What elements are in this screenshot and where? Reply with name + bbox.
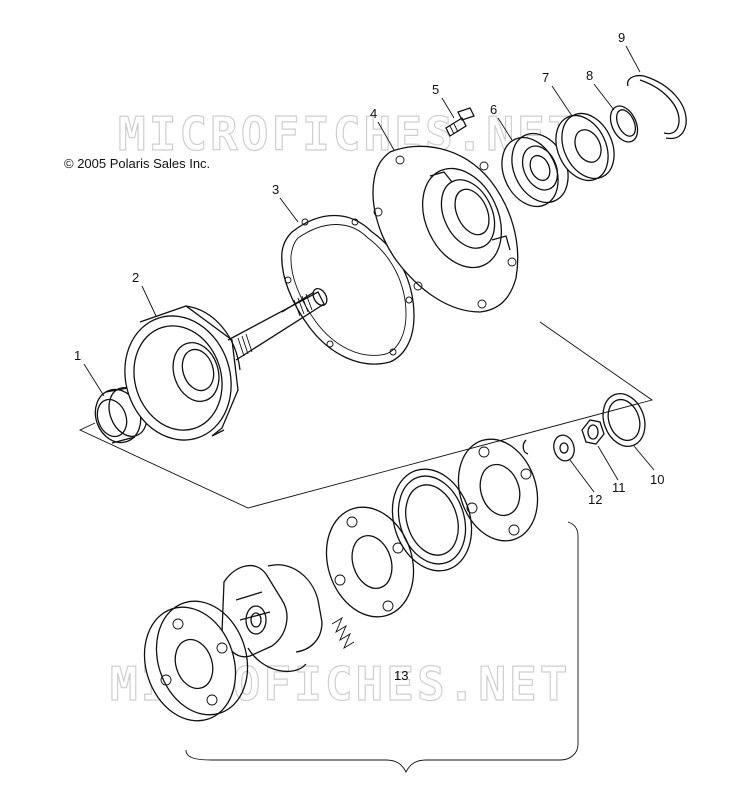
callout-4: 4 xyxy=(370,106,377,121)
retaining-clip xyxy=(522,439,529,455)
part-8-ring xyxy=(609,105,639,143)
callout-7: 7 xyxy=(542,70,549,85)
callout-5: 5 xyxy=(432,82,439,97)
callout-labels: 1 2 3 4 5 6 7 8 9 10 11 12 13 xyxy=(74,30,664,683)
part-7-washer xyxy=(555,112,615,182)
part-13-clutch-assembly xyxy=(143,438,579,774)
callout-9: 9 xyxy=(618,30,625,45)
callout-11: 11 xyxy=(612,480,626,495)
callout-1: 1 xyxy=(74,348,81,363)
callout-10: 10 xyxy=(650,472,664,487)
callout-3: 3 xyxy=(272,182,279,197)
upper-assembly-frame xyxy=(78,321,654,509)
copyright-notice: © 2005 Polaris Sales Inc. xyxy=(64,156,210,171)
part-12-washer xyxy=(553,434,575,462)
callout-2: 2 xyxy=(132,270,139,285)
part-2-drum-shaft xyxy=(124,287,328,441)
callout-13: 13 xyxy=(394,668,408,683)
part-10-washer xyxy=(602,393,646,447)
callout-6: 6 xyxy=(490,102,497,117)
callout-12: 12 xyxy=(588,492,602,507)
part-4-housing xyxy=(372,145,519,313)
leader-lines xyxy=(83,45,655,493)
part-5-bolt xyxy=(445,107,475,137)
callout-8: 8 xyxy=(586,68,593,83)
part-3-gasket xyxy=(281,214,415,365)
part-11-nut xyxy=(581,419,605,445)
watermark-top: MICROFICHES.NET xyxy=(118,107,578,161)
part-9-snap-ring xyxy=(626,74,687,140)
